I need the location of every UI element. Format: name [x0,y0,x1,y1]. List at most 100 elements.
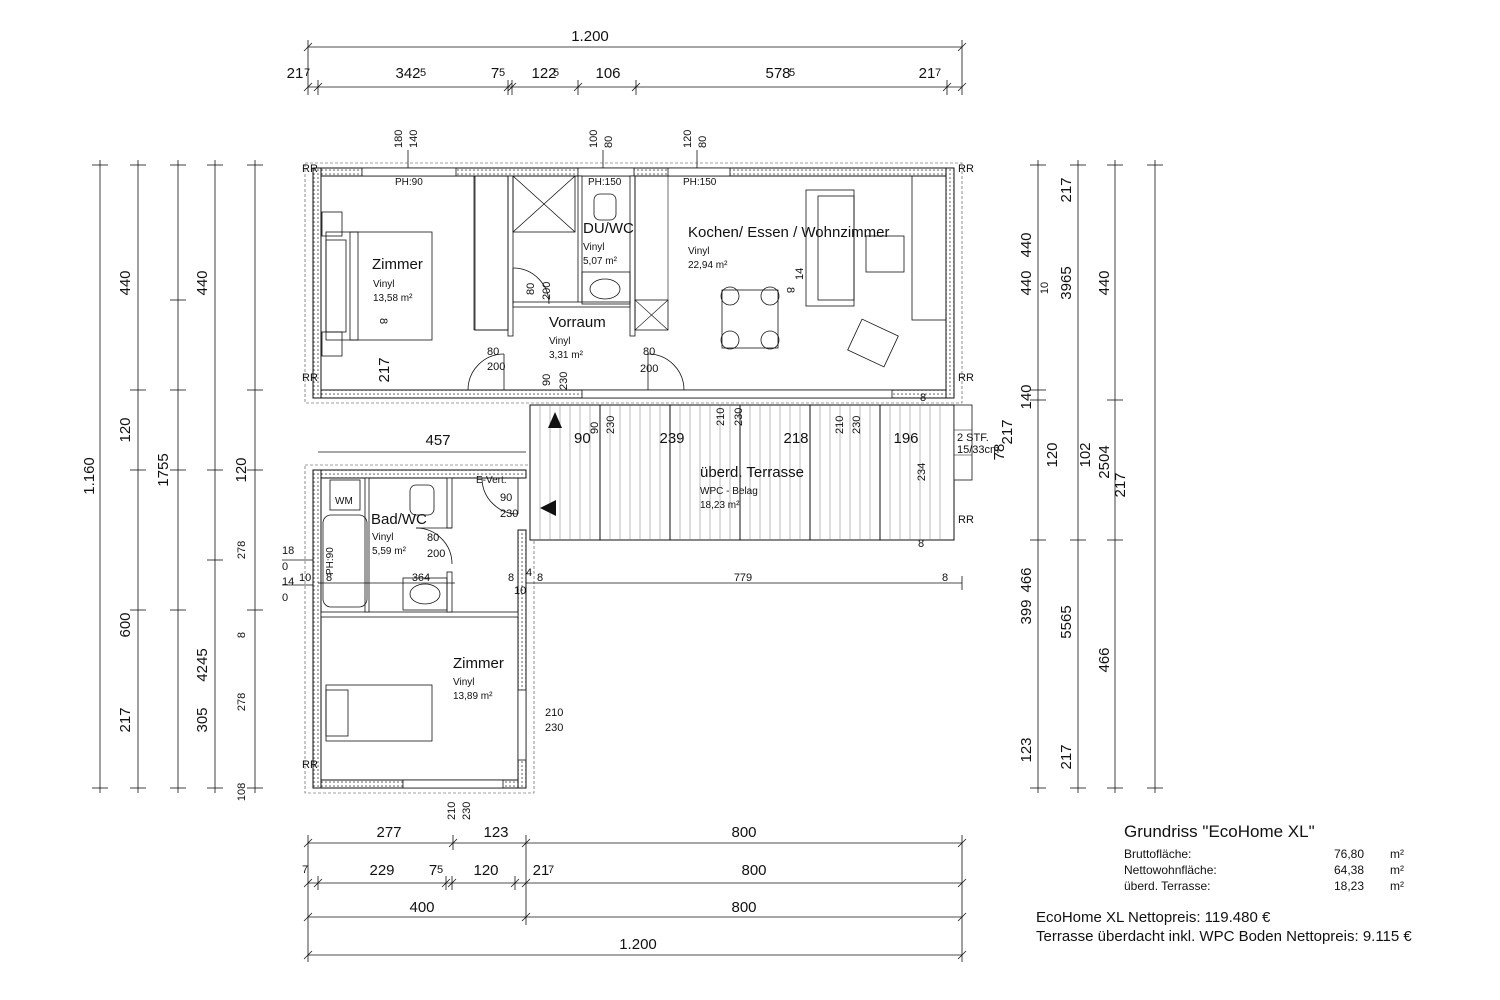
legend-label: überd. Terrasse: [1124,879,1211,893]
room-floor: Vinyl [453,677,475,688]
dim-label: 108 [236,783,248,801]
legend-row: überd. Terrasse: 18,23 m² [1124,878,1414,894]
dim-label: 305 [194,707,211,732]
dim-label: 440 [1096,270,1113,295]
dim-label: 399 [1018,599,1035,624]
dim-label: 196 [893,430,918,447]
dim-label: 4 [526,567,532,579]
dim-label: 102 [1077,442,1094,467]
dim-label: 0 [282,561,288,573]
dim-label: 120 [1044,442,1061,467]
dim-label: 8 [326,572,332,584]
room-name-terrasse: überd. Terrasse [700,464,804,481]
dim-label: 230 [461,802,473,820]
dim-label: 120 [233,457,250,482]
dim-label: 14 [794,268,806,280]
room-floor: Vinyl [373,279,395,290]
legend-value: 18,23 [1333,879,1364,893]
price-block: EcoHome XL Nettopreis: 119.480 € Terrass… [1036,908,1412,946]
dim-label: 106 [595,65,620,82]
dim-label: 217 [117,707,134,732]
left-dimension-lines [92,160,263,793]
dim-label: 90 [541,374,553,386]
dim-label: 8 [537,572,543,584]
room-name-duwc: DU/WC [583,220,634,237]
dim-label: 217 [999,419,1016,444]
dim-label: 800 [731,824,756,841]
legend-unit: m² [1390,863,1404,877]
dim-label: 600 [117,612,134,637]
top-total-dim: 1.200 [571,28,609,45]
right-dimension-lines [1030,160,1163,793]
dim-label: 800 [741,862,766,879]
room-name-vorraum: Vorraum [549,314,606,331]
rr-label: RR [302,759,318,771]
top-dimension-lines [303,40,967,95]
room-floor: Vinyl [372,532,394,543]
dim-label: 230 [545,722,563,734]
furniture [321,175,947,742]
dim-label: 217 [376,357,393,382]
room-name-badwc: Bad/WC [371,511,427,528]
door-swings [415,267,685,565]
dim-label: 342 [395,65,420,82]
dim-label: 122 [531,65,556,82]
dim-label: 457 [425,432,450,449]
dim-label: 120 [117,417,134,442]
dim-label: 2504 [1096,445,1113,478]
room-floor: Vinyl [583,242,605,253]
window-label: PH:90 [395,177,423,188]
dim-label: 7 [548,864,554,876]
window-label: PH:150 [588,177,622,188]
dim-label: 100 [588,130,600,148]
dim-label: 217 [1112,472,1129,497]
dim-label: 7 [304,67,310,79]
dim-label: 5 [420,67,426,79]
dim-label: 8 [236,632,248,638]
dim-label: 230 [500,508,518,520]
dim-label: 3965 [1058,266,1075,299]
dim-label: 123 [1018,737,1035,762]
dim-label: 218 [783,430,808,447]
dim-label: 120 [473,862,498,879]
room-area: 13,89 m² [453,691,493,702]
dim-label: 230 [558,372,570,390]
dim-label: 364 [412,572,430,584]
dim-label: 8 [508,572,514,584]
legend-value: 76,80 [1333,847,1364,861]
dim-label: 230 [851,416,863,434]
dim-label: 120 [682,130,694,148]
bottom-dimension-lines [303,835,967,962]
bottom-total-dim: 1.200 [619,936,657,953]
legend-label: Nettowohnfläche: [1124,863,1217,877]
stair-label: 15/33cm [957,444,999,456]
dim-label: 1.160 [81,457,98,495]
dim-label: 440 [1018,232,1035,257]
dim-label: 578 [765,65,790,82]
dim-label: 5 [789,67,795,79]
terrace-dim-line [318,576,963,590]
lower-block-walls [304,464,535,794]
dim-label: 229 [369,862,394,879]
dim-label: 278 [236,693,248,711]
dim-label: 7 [429,862,437,879]
dim-label: 8 [942,572,948,584]
room-floor: Vinyl [549,336,571,347]
dim-label: 90 [589,422,601,434]
legend-unit: m² [1390,879,1404,893]
legend-value: 64,38 [1333,863,1364,877]
dim-label: 140 [1018,384,1035,409]
dim-label: 210 [834,416,846,434]
dim-label: 239 [659,430,684,447]
rr-label: RR [958,514,974,526]
dim-label: 80 [697,136,709,148]
dim-label: 5 [499,67,505,79]
room-area: 5,59 m² [372,546,407,557]
dim-label: 0 [282,592,288,604]
rr-label: RR [958,372,974,384]
room-area: 5,07 m² [583,256,618,267]
upper-block-walls [304,162,963,404]
window-label: PH:90 [325,547,336,575]
area-legend: Grundriss "EcoHome XL" Bruttofläche: 76,… [1124,822,1414,894]
dim-label: 200 [487,361,505,373]
